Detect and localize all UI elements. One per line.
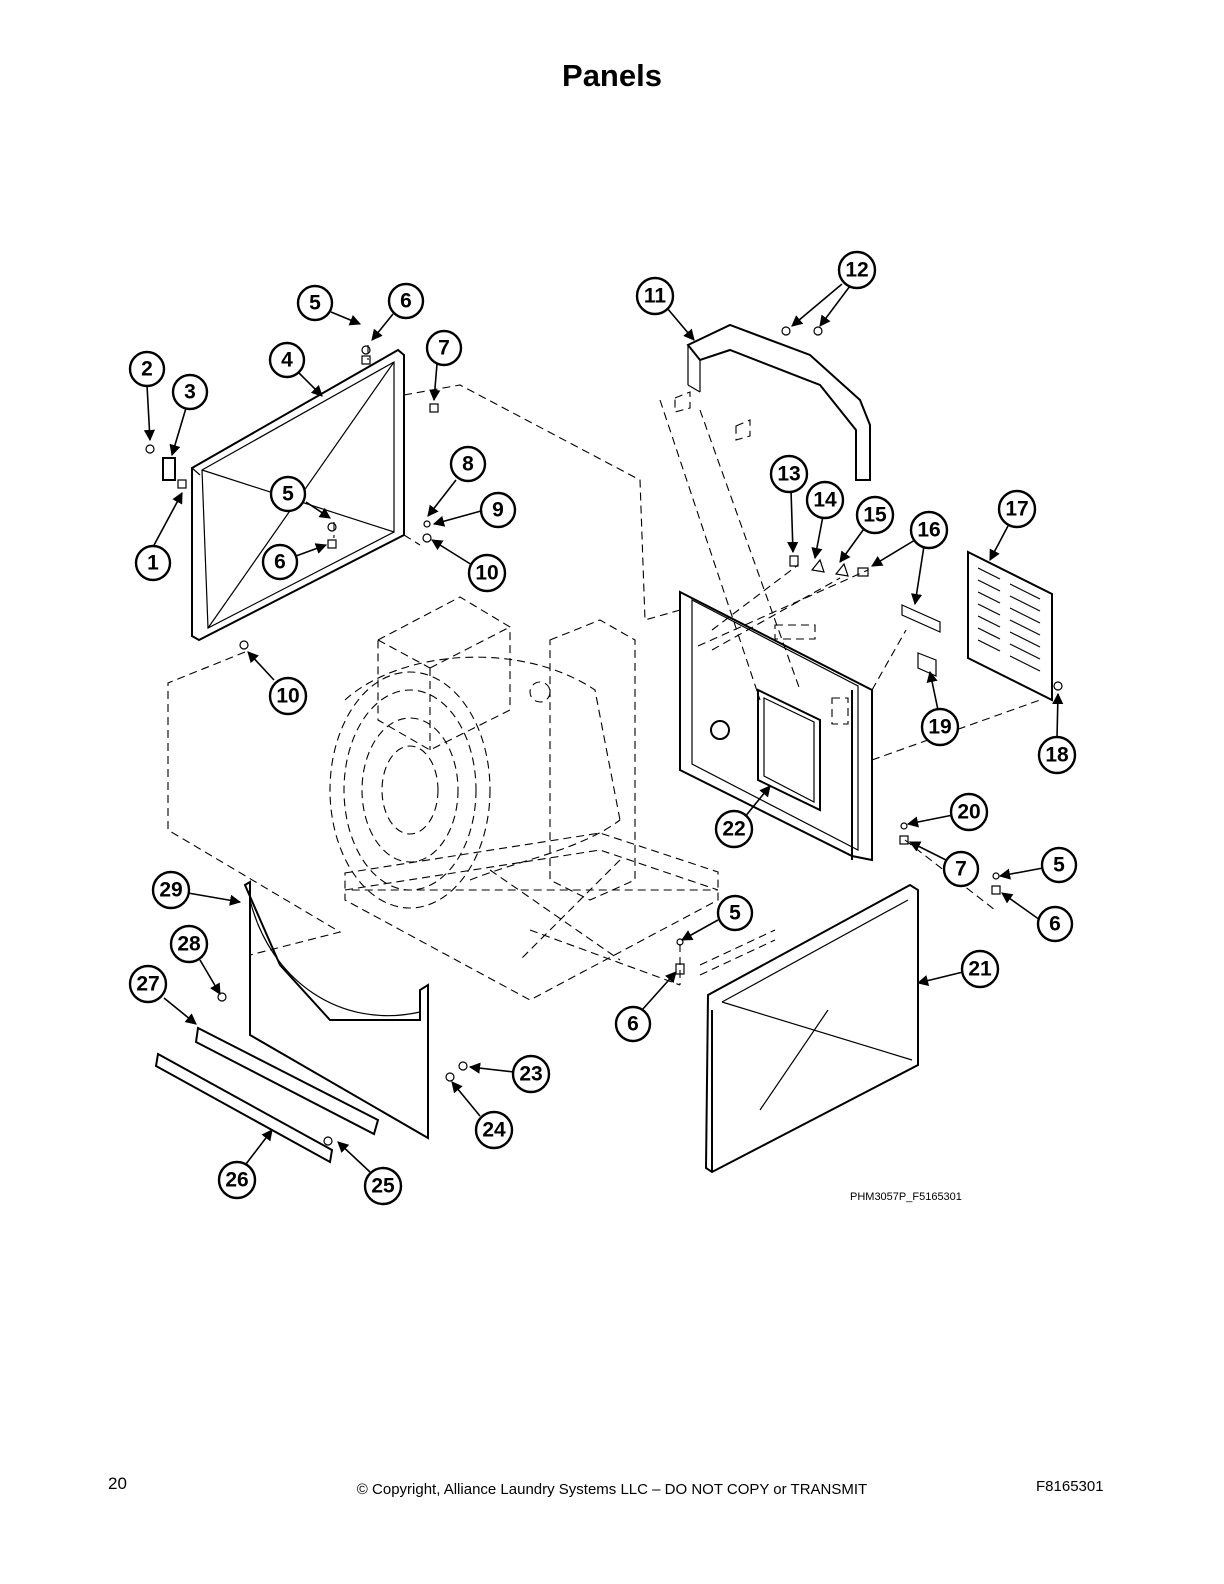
svg-text:3: 3 (184, 381, 196, 404)
svg-text:13: 13 (777, 463, 800, 486)
callout-24: 24 (474, 1110, 514, 1150)
copyright-notice: © Copyright, Alliance Laundry Systems LL… (356, 1481, 868, 1498)
svg-text:15: 15 (863, 504, 887, 527)
svg-text:6: 6 (627, 1013, 639, 1036)
callout-10b: 10 (268, 676, 308, 716)
svg-text:22: 22 (722, 818, 745, 841)
svg-text:5: 5 (309, 292, 321, 315)
svg-text:14: 14 (813, 489, 837, 512)
callout-27: 27 (128, 964, 168, 1004)
callout-15: 15 (855, 495, 895, 535)
svg-text:18: 18 (1045, 744, 1069, 767)
svg-text:8: 8 (462, 453, 474, 476)
svg-text:26: 26 (225, 1169, 248, 1192)
page-title: Panels (562, 58, 662, 93)
callout-5: 5 (296, 284, 334, 322)
callout-22: 22 (714, 809, 754, 849)
svg-text:21: 21 (968, 958, 992, 981)
svg-text:7: 7 (438, 337, 450, 360)
svg-text:1: 1 (147, 552, 159, 575)
callout-25: 25 (363, 1166, 403, 1206)
document-number: F8165301 (1036, 1478, 1104, 1495)
svg-text:16: 16 (917, 519, 940, 542)
callout-4: 4 (268, 341, 306, 379)
svg-text:28: 28 (177, 933, 201, 956)
leader-arrows (143, 283, 1064, 1173)
callout-5c: 5 (1040, 846, 1078, 884)
svg-text:25: 25 (371, 1175, 395, 1198)
callout-12: 12 (837, 250, 877, 290)
rear-panel (679, 590, 873, 862)
callout-8: 8 (449, 445, 487, 483)
callout-21: 21 (960, 949, 1000, 989)
svg-text:2: 2 (141, 358, 153, 381)
svg-text:29: 29 (159, 879, 182, 902)
svg-text:5: 5 (282, 483, 294, 506)
svg-text:24: 24 (482, 1119, 506, 1142)
callout-23: 23 (511, 1054, 551, 1094)
svg-text:5: 5 (729, 902, 741, 925)
svg-text:10: 10 (276, 685, 299, 708)
svg-text:23: 23 (519, 1063, 542, 1086)
callout-19: 19 (920, 707, 960, 747)
callout-26: 26 (217, 1160, 257, 1200)
alignment-lines (167, 345, 1041, 986)
svg-text:19: 19 (928, 716, 951, 739)
callout-5d: 5 (716, 894, 754, 932)
svg-text:5: 5 (1053, 854, 1065, 877)
callout-13: 13 (769, 454, 809, 494)
svg-text:6: 6 (1049, 913, 1061, 936)
callout-3: 3 (171, 373, 209, 411)
hinge-bracket (145, 444, 187, 489)
svg-text:27: 27 (136, 973, 159, 996)
callout-6: 6 (387, 282, 425, 320)
figure-code: PHM3057P_F5165301 (850, 1191, 962, 1203)
callout-28: 28 (169, 924, 209, 964)
callout-6c: 6 (1036, 905, 1074, 943)
svg-text:6: 6 (274, 551, 286, 574)
svg-text:9: 9 (492, 499, 504, 522)
callout-18: 18 (1037, 735, 1077, 775)
blower-housing (329, 596, 719, 1001)
svg-text:17: 17 (1005, 498, 1028, 521)
callout-1: 1 (134, 544, 172, 582)
lower-front-panel (154, 880, 429, 1164)
callout-9: 9 (479, 491, 517, 529)
callout-7b: 7 (942, 850, 980, 888)
callout-11: 11 (635, 276, 675, 316)
callout-14: 14 (805, 480, 845, 520)
svg-text:12: 12 (845, 259, 868, 282)
svg-text:6: 6 (400, 290, 412, 313)
top-back-bracket (674, 323, 871, 481)
label-plates (789, 555, 941, 677)
callout-20: 20 (949, 792, 989, 832)
page-number: 20 (108, 1474, 127, 1493)
vent-grille (967, 550, 1053, 702)
callout-7: 7 (425, 329, 463, 367)
svg-text:11: 11 (644, 285, 667, 308)
svg-text:20: 20 (957, 801, 980, 824)
callout-29: 29 (151, 870, 191, 910)
svg-text:4: 4 (281, 349, 293, 372)
callout-6d: 6 (614, 1005, 652, 1043)
callout-16: 16 (909, 510, 949, 550)
callout-2: 2 (128, 350, 166, 388)
svg-text:7: 7 (955, 858, 967, 881)
side-panel (704, 883, 919, 1174)
svg-text:10: 10 (475, 562, 498, 585)
callout-6b: 6 (261, 543, 299, 581)
callout-10: 10 (467, 553, 507, 593)
callout-17: 17 (997, 489, 1037, 529)
callout-5b: 5 (269, 475, 307, 513)
